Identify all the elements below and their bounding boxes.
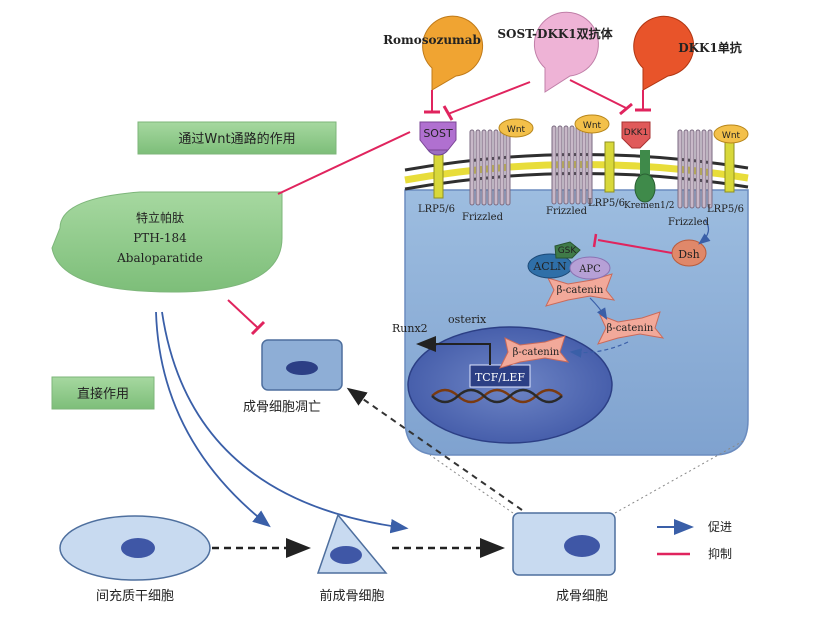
tcf-lef-label: TCF/LEF: [475, 371, 525, 384]
wnt-ligand-3: [713, 124, 749, 144]
osteoblast-cell: [512, 512, 616, 576]
apc-shape: [569, 256, 611, 280]
lrp56-label-3: LRP5/6: [707, 204, 744, 215]
frizzled-dsh-arrow: [698, 219, 711, 245]
runx2-arrow: [416, 336, 491, 365]
tcf-lef-box: [469, 364, 531, 388]
romosozumab-antibody: [422, 15, 484, 91]
kremen-receptor: [634, 150, 656, 203]
wnt-ligand-2: [574, 114, 610, 134]
dkk1-label: DKK1: [624, 128, 648, 138]
sost-bound: [419, 121, 457, 151]
lrp56-label-1: LRP5/6: [418, 204, 455, 215]
wnt-label-2: Wnt: [583, 121, 602, 131]
legend-promote-label: 促进: [708, 520, 732, 534]
beta-catenin-cyto: [597, 311, 665, 345]
preosteoblast-nucleus: [330, 546, 362, 564]
frizzled-label-2: Frizzled: [546, 206, 588, 217]
pathway-label: 通过Wnt通路的作用: [178, 131, 295, 147]
dsh-inhibit-line: [597, 239, 673, 254]
frizzled-receptor-2: [551, 125, 593, 205]
bispecific-label: SOST-DKK1双抗体: [497, 26, 613, 41]
dna: [431, 388, 563, 404]
apoptosis-inhibit-bar: [250, 320, 266, 336]
beta-catenin-complex: [545, 273, 616, 307]
wnt-label-3: Wnt: [722, 131, 741, 141]
lrp56-label-2: LRP5/6: [588, 198, 625, 209]
teriparatide-line3: Abaloparatide: [116, 251, 203, 265]
osteoblast-nucleus: [564, 535, 600, 557]
dkk1-mab-label: DKK1单抗: [678, 40, 742, 55]
dkk1-bound: [621, 121, 651, 149]
promote-arrow-2: [161, 311, 409, 534]
lrp56-receptor-2: [604, 141, 615, 193]
osteoblast-label: 成骨细胞: [556, 589, 608, 604]
direct-box: [51, 376, 155, 410]
apoptosis-label: 成骨细胞凋亡: [243, 400, 321, 415]
pathway-box: [137, 121, 337, 155]
apc-label: APC: [578, 264, 601, 275]
teriparatide-apoptosis-inhibit: [227, 299, 259, 329]
romosozumab-label: Romosozumab: [383, 33, 481, 47]
beta-catenin-nuclear: [499, 335, 570, 369]
apoptotic-nucleus: [286, 361, 318, 375]
promote-arrow-1: [155, 311, 271, 528]
runx2-label: Runx2: [392, 322, 428, 335]
teriparatide-shape: [51, 191, 283, 293]
beta-catenin-cyto-label: β-catenin: [607, 323, 654, 334]
gsk-label: GSK: [558, 246, 578, 256]
bispecific-antibody: [533, 11, 599, 93]
gsk-shape: [554, 241, 581, 259]
antibody-inhibit-lines: [424, 79, 651, 121]
direct-label: 直接作用: [77, 386, 129, 402]
dsh-label: Dsh: [678, 248, 700, 261]
wnt-ligand-1: [498, 118, 534, 138]
dkk1-antibody: [633, 15, 695, 91]
ob-to-apoptosis-arrow: [346, 387, 523, 511]
release-arrow: [589, 297, 608, 321]
beta-catenin-nuclear-label: β-catenin: [513, 347, 560, 358]
frizzled-label-3: Frizzled: [668, 217, 710, 228]
beta-catenin-complex-label: β-catenin: [557, 285, 604, 296]
teriparatide-line2: PTH-184: [133, 231, 187, 245]
frizzled-label-1: Frizzled: [462, 212, 504, 223]
frizzled-receptor-3: [677, 129, 713, 209]
preosteoblast-label: 前成骨细胞: [319, 588, 384, 604]
dsh-inhibit-bar: [592, 233, 598, 248]
translocation-arrow: [569, 341, 629, 358]
sost-label: SOST: [423, 127, 453, 140]
wnt-label-1: Wnt: [507, 125, 526, 135]
axin-label: ACLN: [532, 260, 567, 273]
msc-label: 间充质干细胞: [96, 588, 174, 604]
legend-inhibit-label: 抑制: [708, 546, 732, 561]
teriparatide-line1: 特立帕肽: [136, 210, 184, 225]
zoom-line-left: [429, 454, 514, 514]
kremen-label: Kremen1/2: [624, 201, 675, 211]
teriparatide-sost-inhibit: [277, 131, 411, 195]
lrp56-receptor-3: [724, 139, 735, 193]
osterix-label: osterix: [448, 313, 487, 326]
frizzled-receptor-1: [469, 129, 511, 206]
msc-nucleus: [121, 538, 155, 558]
